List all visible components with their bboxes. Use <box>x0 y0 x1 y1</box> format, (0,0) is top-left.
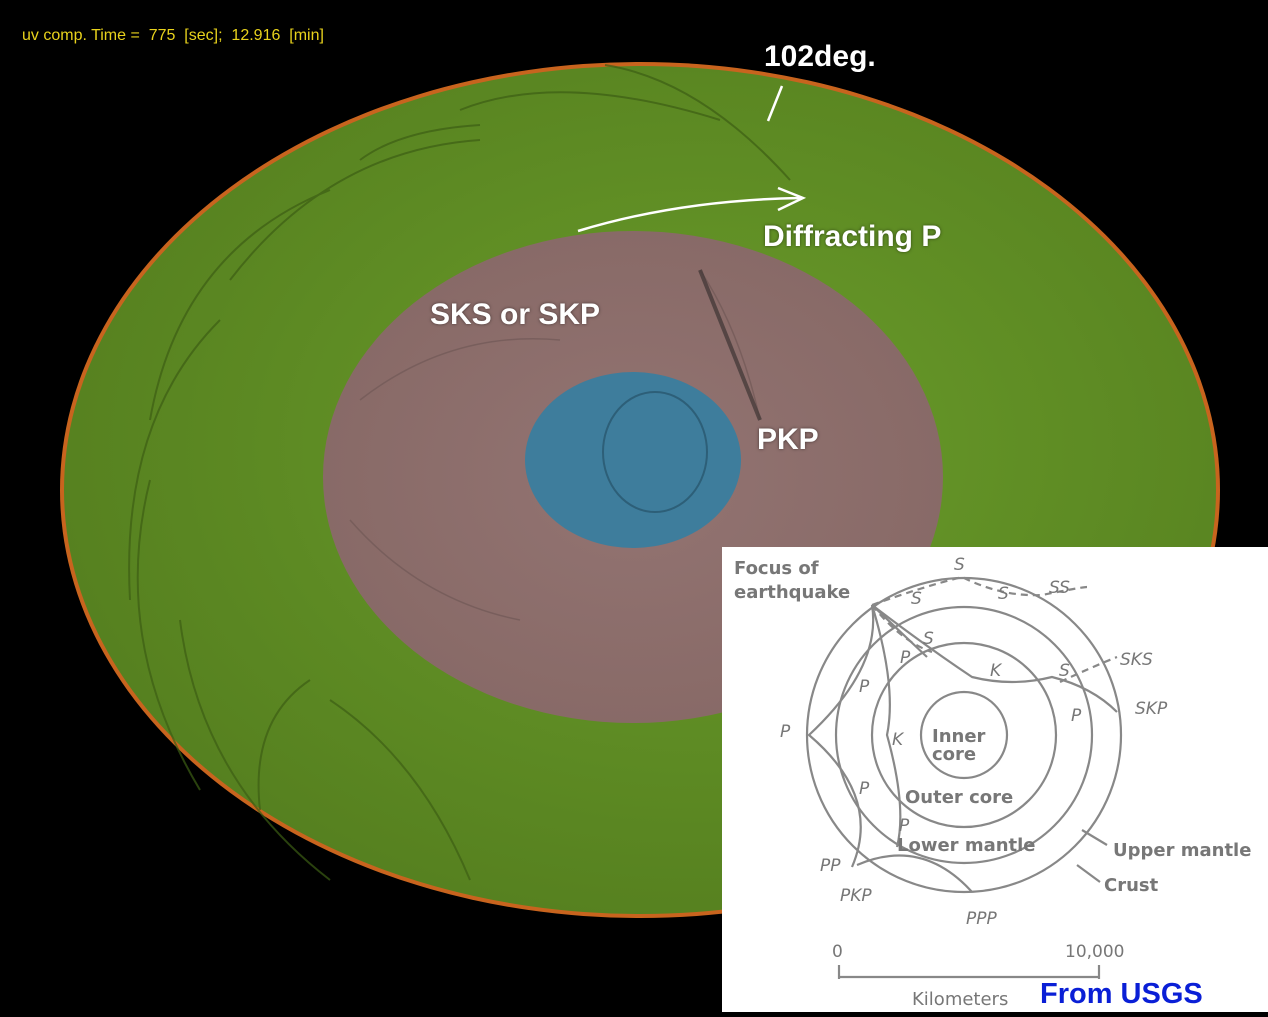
outer-core-circle <box>870 641 1058 829</box>
pkp-label: PKP <box>757 423 819 456</box>
focus-label-line1: Focus of <box>734 558 819 579</box>
sks-skp-label: SKS or SKP <box>430 298 601 331</box>
inner-core-region <box>525 372 741 548</box>
focus-label-line2: earthquake <box>734 582 850 603</box>
k-ray <box>871 604 1118 713</box>
crust-pointer <box>1076 864 1101 883</box>
angle-pointer <box>766 85 784 122</box>
phase-label: S <box>911 589 922 609</box>
inner-core-label-line1: Inner <box>932 726 986 747</box>
inner-core-circle <box>919 690 1009 780</box>
ss-ray <box>871 575 1088 607</box>
inner-core-label-line2: core <box>932 744 976 765</box>
seismic-ray-diagram: Focus of earthquake Inner core Outer cor… <box>734 555 1251 1010</box>
phase-label: S <box>954 555 965 575</box>
angle-label: 102deg. <box>764 40 876 73</box>
lower-mantle-label: Lower mantle <box>897 835 1036 856</box>
pp-ray <box>871 604 928 658</box>
phase-label: P <box>1071 706 1082 726</box>
phase-label: P <box>900 648 911 668</box>
phase-label: S <box>998 584 1009 604</box>
phase-label: P <box>859 779 870 799</box>
core-wavefronts <box>349 269 762 621</box>
pkp-ray <box>856 854 973 893</box>
p-ray-left <box>807 604 875 868</box>
sks-ray <box>1059 655 1118 683</box>
scale-unit-label: Kilometers <box>912 989 1008 1010</box>
phase-label: PKP <box>840 886 872 906</box>
diffracting-p-arrow <box>577 196 801 233</box>
phase-label: P <box>859 677 870 697</box>
phase-label: SS <box>1049 578 1070 598</box>
phase-label: P <box>780 722 791 742</box>
source-credit: From USGS <box>1040 978 1203 1010</box>
wavefronts <box>128 64 791 881</box>
phase-label: K <box>892 730 905 750</box>
diffracting-p-label: Diffracting P <box>763 220 942 253</box>
phase-label: S <box>1059 661 1070 681</box>
s-ray <box>871 604 933 654</box>
upper-mantle-label: Upper mantle <box>1113 840 1251 861</box>
p-ray-inner <box>870 604 902 848</box>
phase-label: P <box>899 816 910 836</box>
scale-end-label: 10,000 <box>1065 942 1124 962</box>
mantle-boundary-circle <box>834 605 1094 865</box>
crust-label: Crust <box>1104 875 1159 896</box>
scale-start-label: 0 <box>832 942 843 962</box>
upper-mantle-pointer <box>1081 829 1108 846</box>
simulation-title: uv comp. Time = 775 [sec]; 12.916 [min] <box>22 27 324 44</box>
phase-label: SKS <box>1120 650 1153 670</box>
phase-label: K <box>990 661 1003 681</box>
outer-core-label: Outer core <box>905 787 1013 808</box>
phase-label: S <box>923 629 934 649</box>
phase-label: SKP <box>1135 699 1168 719</box>
inner-core-wavefront <box>602 391 708 513</box>
usgs-diagram-inset: Focus of earthquake Inner core Outer cor… <box>722 547 1268 1012</box>
phase-label: PP <box>820 856 841 876</box>
phase-label: PPP <box>966 909 998 929</box>
arrowhead-icon <box>777 186 807 212</box>
